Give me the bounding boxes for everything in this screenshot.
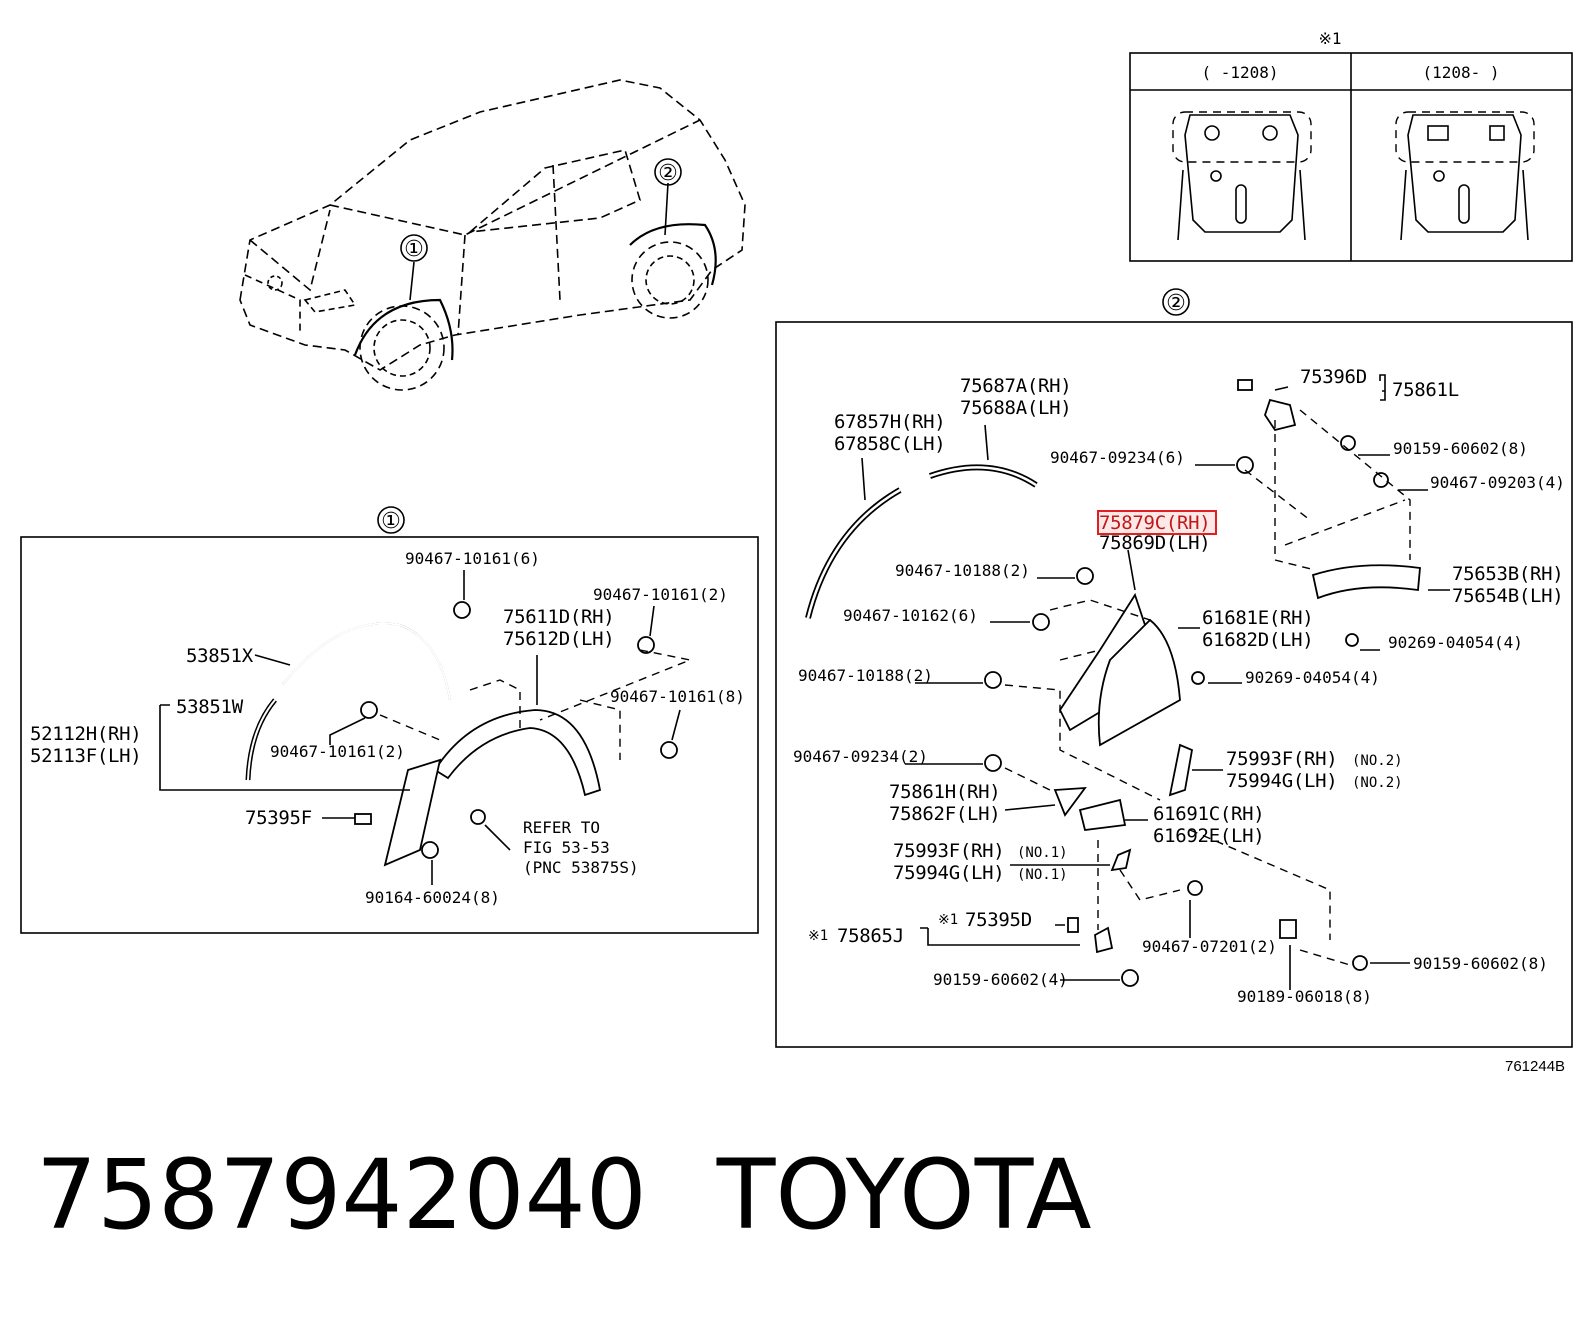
part-75994G-b[interactable]: 75994G(LH) bbox=[893, 862, 1005, 884]
part-75865J[interactable]: 75865J bbox=[837, 925, 904, 947]
part-75688A[interactable]: 75688A(LH) bbox=[960, 397, 1072, 419]
footer-part-number: 7587942040 bbox=[36, 1139, 647, 1251]
target-part-highlight bbox=[1097, 510, 1217, 535]
bracket-late-illustration bbox=[1395, 111, 1535, 241]
part-75869D[interactable]: 75869D(LH) bbox=[1099, 532, 1211, 554]
footer-brand: TOYOTA bbox=[716, 1139, 1092, 1251]
part-75862F[interactable]: 75862F(LH) bbox=[889, 803, 1001, 825]
part-75993F-a[interactable]: 75993F(RH) bbox=[1226, 748, 1338, 770]
part-90159-60602-8b[interactable]: 90159-60602(8) bbox=[1413, 954, 1548, 973]
part-61681E[interactable]: 61681E(RH) bbox=[1202, 607, 1314, 629]
part-90467-09234-6[interactable]: 90467-09234(6) bbox=[1050, 448, 1185, 467]
part-90159-60602-4[interactable]: 90159-60602(4) bbox=[933, 970, 1068, 989]
callout-rear: ② bbox=[654, 158, 682, 186]
section-front-callout: ① bbox=[381, 509, 401, 534]
part-61691C[interactable]: 61691C(RH) bbox=[1153, 803, 1265, 825]
refer-line-1: REFER TO bbox=[523, 818, 600, 837]
note-no1-a: (NO.1) bbox=[1017, 845, 1068, 861]
section-front-frame bbox=[20, 536, 759, 934]
part-90467-09203[interactable]: 90467-09203(4) bbox=[1430, 473, 1565, 492]
section-rear-callout: ② bbox=[1166, 291, 1186, 316]
part-52112H[interactable]: 52112H(RH) bbox=[30, 723, 142, 745]
part-90189-06018[interactable]: 90189-06018(8) bbox=[1237, 987, 1372, 1006]
part-67857H[interactable]: 67857H(RH) bbox=[834, 411, 946, 433]
part-90467-10161-2b[interactable]: 90467-10161(2) bbox=[270, 742, 405, 761]
part-75395D[interactable]: 75395D bbox=[965, 909, 1032, 931]
part-90269-04054-b[interactable]: 90269-04054(4) bbox=[1245, 668, 1380, 687]
part-75861L[interactable]: 75861L bbox=[1392, 379, 1459, 401]
part-75653B[interactable]: 75653B(RH) bbox=[1452, 563, 1564, 585]
footer-title: 7587942040 TOYOTA bbox=[36, 1135, 1092, 1255]
part-90467-10161-2a[interactable]: 90467-10161(2) bbox=[593, 585, 728, 604]
part-53851W[interactable]: 53851W bbox=[176, 696, 244, 718]
section-front: ① 53851X 53851W 52112H(RH) 52113F(LH) 90… bbox=[20, 506, 759, 934]
part-90467-10161-8[interactable]: 90467-10161(8) bbox=[610, 687, 745, 706]
callout-front-label: ① bbox=[404, 237, 424, 262]
inset-table: ※1 ( -1208) (1208- ) bbox=[1129, 29, 1573, 262]
note-no1-b: (NO.1) bbox=[1017, 867, 1068, 883]
part-53851X[interactable]: 53851X bbox=[186, 645, 254, 667]
part-52113F[interactable]: 52113F(LH) bbox=[30, 745, 142, 767]
inset-note-marker: ※1 bbox=[1318, 29, 1341, 48]
part-75994G-a[interactable]: 75994G(LH) bbox=[1226, 770, 1338, 792]
part-90467-07201[interactable]: 90467-07201(2) bbox=[1142, 937, 1277, 956]
part-90467-09234-2[interactable]: 90467-09234(2) bbox=[793, 747, 928, 766]
part-90269-04054-a[interactable]: 90269-04054(4) bbox=[1388, 633, 1523, 652]
callout-rear-label: ② bbox=[658, 161, 678, 186]
figure-code: 761244B bbox=[1505, 1058, 1566, 1075]
part-90467-10161-6[interactable]: 90467-10161(6) bbox=[405, 549, 540, 568]
part-90467-10162[interactable]: 90467-10162(6) bbox=[843, 606, 978, 625]
part-75611D[interactable]: 75611D(RH) bbox=[503, 606, 615, 628]
part-67858C[interactable]: 67858C(LH) bbox=[834, 433, 946, 455]
note-no2-a: (NO.2) bbox=[1352, 753, 1403, 769]
part-75879C-target[interactable]: 75879C(RH) bbox=[1099, 512, 1211, 534]
callout-front: ① bbox=[400, 234, 428, 262]
part-90467-10188-a[interactable]: 90467-10188(2) bbox=[895, 561, 1030, 580]
part-75612D[interactable]: 75612D(LH) bbox=[503, 628, 615, 650]
part-61692E[interactable]: 61692E(LH) bbox=[1153, 825, 1265, 847]
inset-col-left-header: ( -1208) bbox=[1201, 63, 1278, 82]
refer-line-2[interactable]: FIG 53-53 bbox=[523, 838, 610, 857]
part-75861H[interactable]: 75861H(RH) bbox=[889, 781, 1001, 803]
part-90467-10188-b[interactable]: 90467-10188(2) bbox=[798, 666, 933, 685]
section-rear: ② bbox=[775, 288, 1573, 1048]
section-rear-frame bbox=[775, 321, 1573, 1048]
vehicle-illustration bbox=[239, 79, 746, 391]
refer-line-3: (PNC 53875S) bbox=[523, 858, 639, 877]
part-75993F-b[interactable]: 75993F(RH) bbox=[893, 840, 1005, 862]
part-75396D[interactable]: 75396D bbox=[1300, 366, 1367, 388]
part-90159-60602-8a[interactable]: 90159-60602(8) bbox=[1393, 439, 1528, 458]
part-75687A[interactable]: 75687A(RH) bbox=[960, 375, 1072, 397]
note-no2-b: (NO.2) bbox=[1352, 775, 1403, 791]
part-90164-60024[interactable]: 90164-60024(8) bbox=[365, 888, 500, 907]
inset-col-right-header: (1208- ) bbox=[1422, 63, 1499, 82]
bracket-early-illustration bbox=[1172, 111, 1312, 241]
part-75654B[interactable]: 75654B(LH) bbox=[1452, 585, 1564, 607]
note-marker-75395D: ※1 bbox=[938, 912, 958, 928]
part-61682D[interactable]: 61682D(LH) bbox=[1202, 629, 1314, 651]
part-75395F[interactable]: 75395F bbox=[245, 807, 312, 829]
note-marker-75865J: ※1 bbox=[808, 928, 828, 944]
